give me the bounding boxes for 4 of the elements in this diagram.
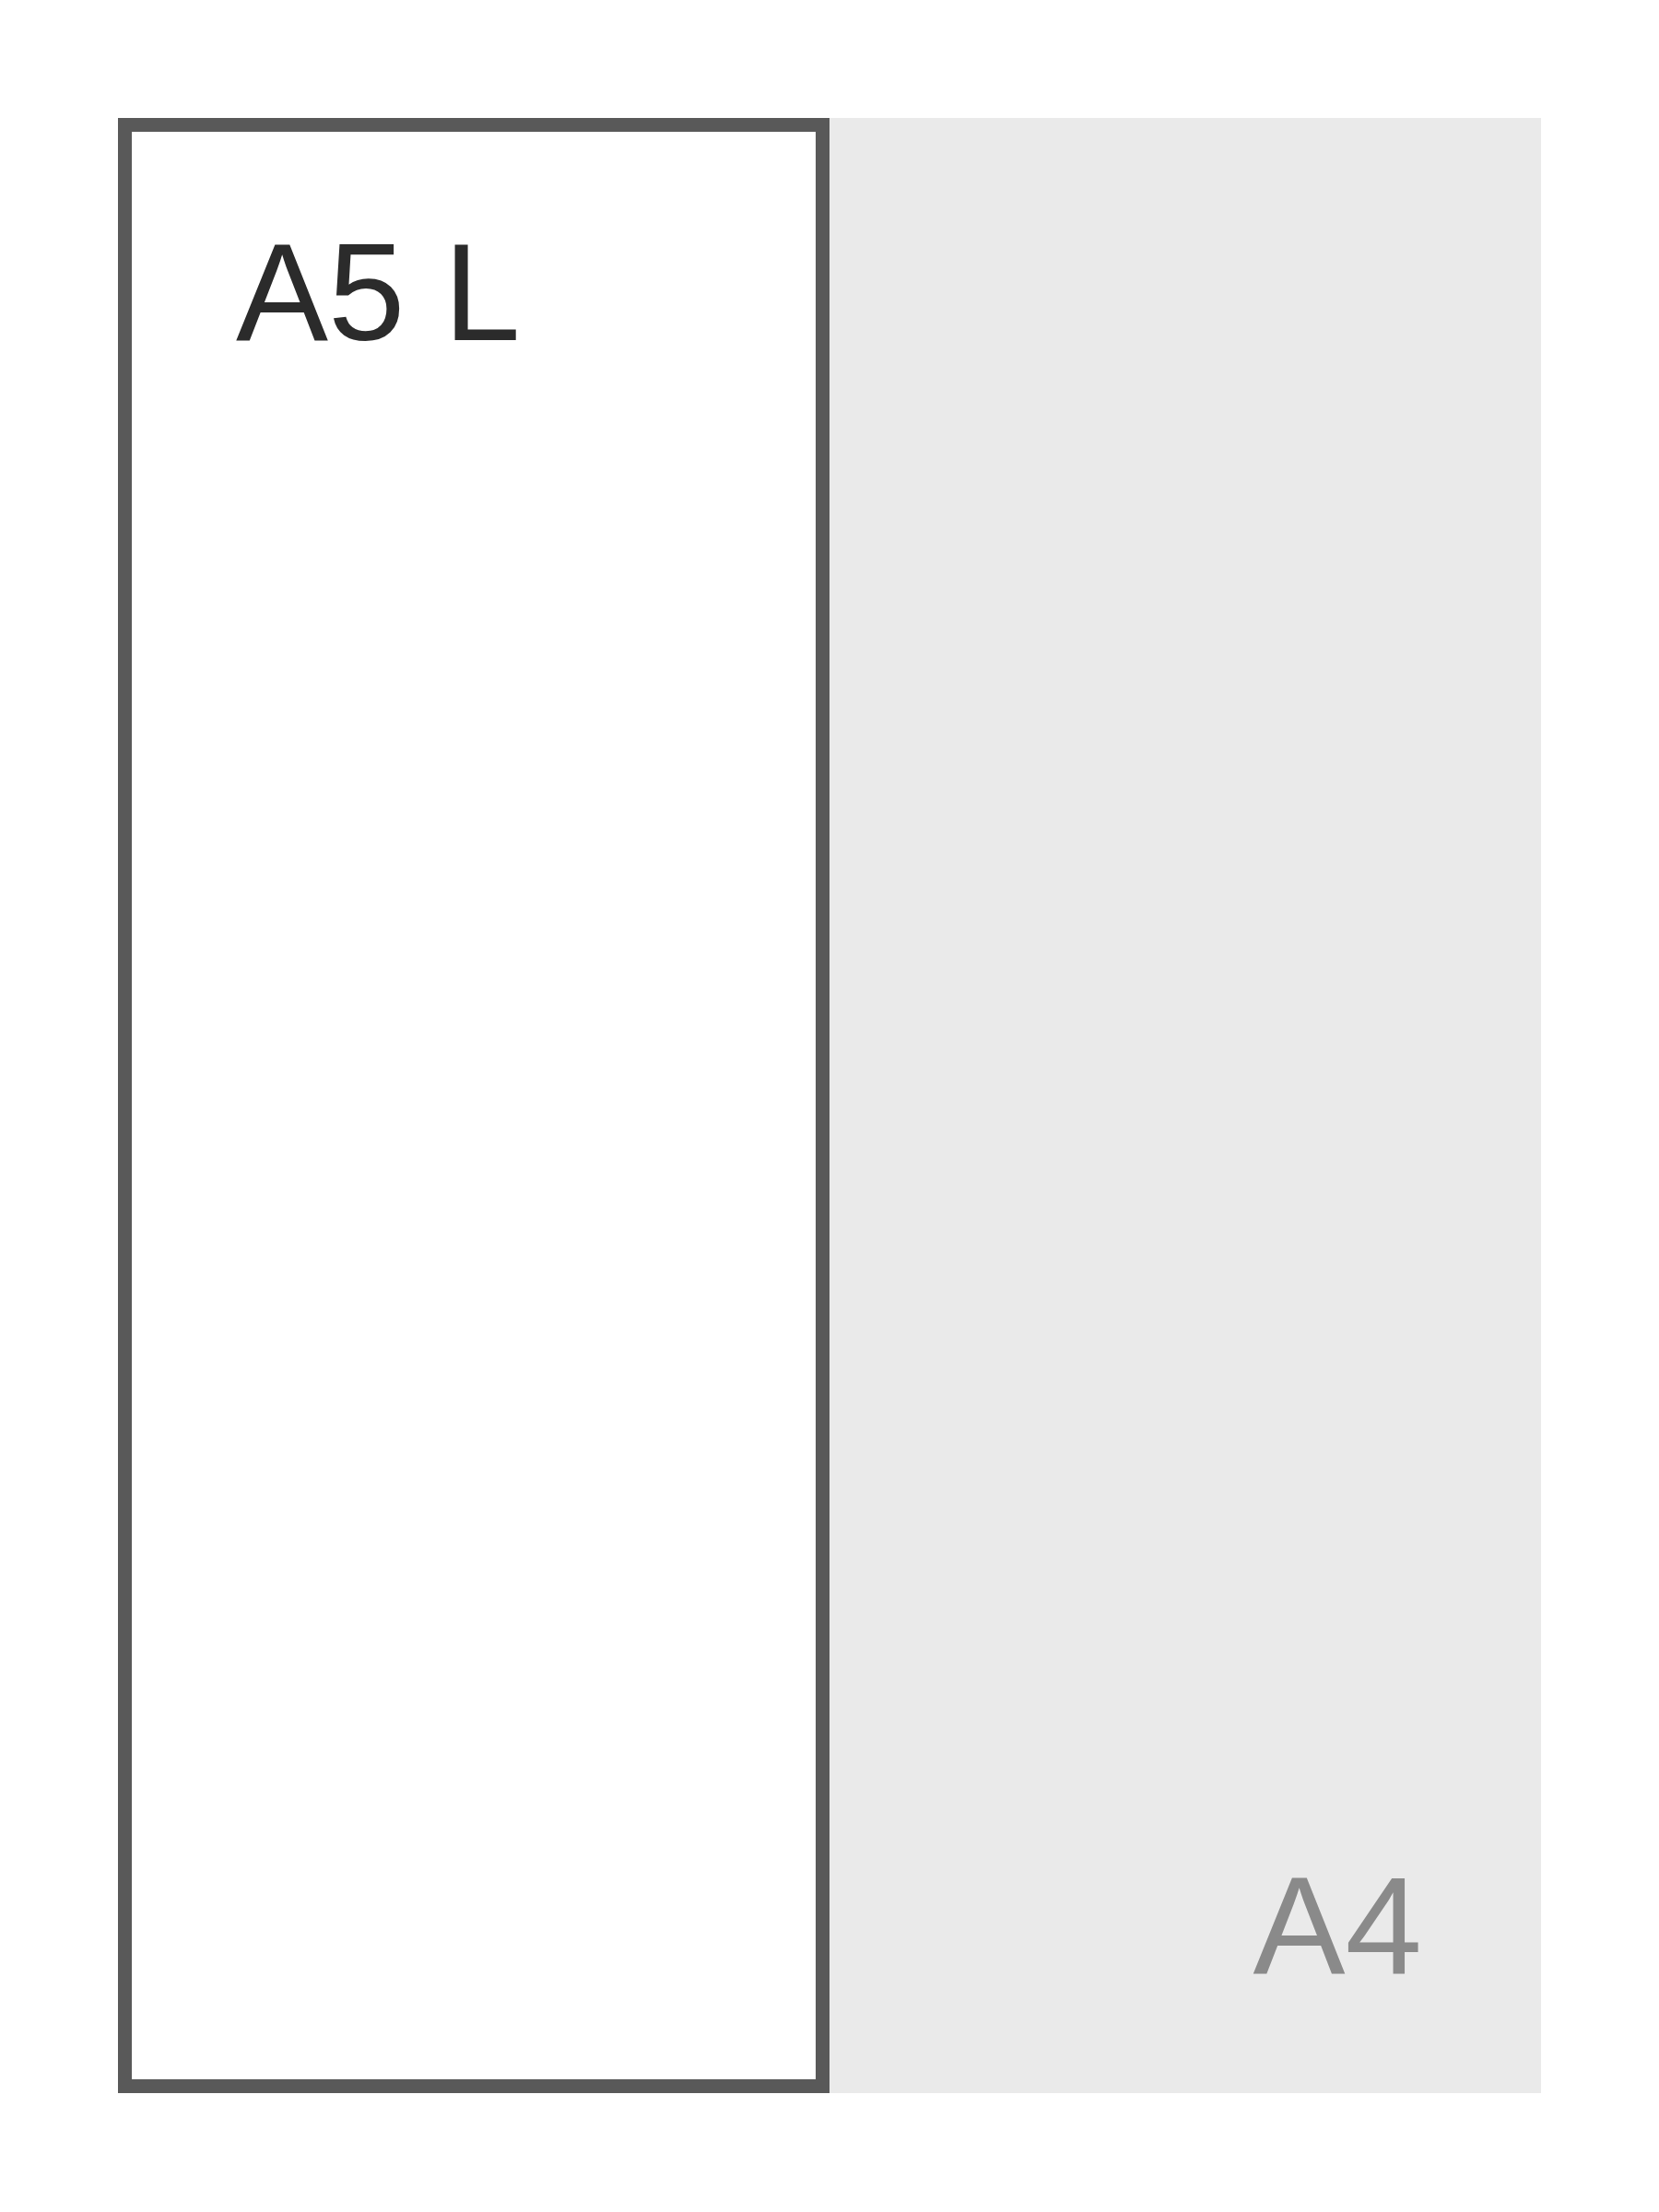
paper-size-label: A4 (1253, 1856, 1422, 1994)
outlined-panel (118, 118, 830, 2093)
paper-size-label: A5 L (236, 223, 521, 361)
paper-sheet (118, 118, 1541, 2093)
